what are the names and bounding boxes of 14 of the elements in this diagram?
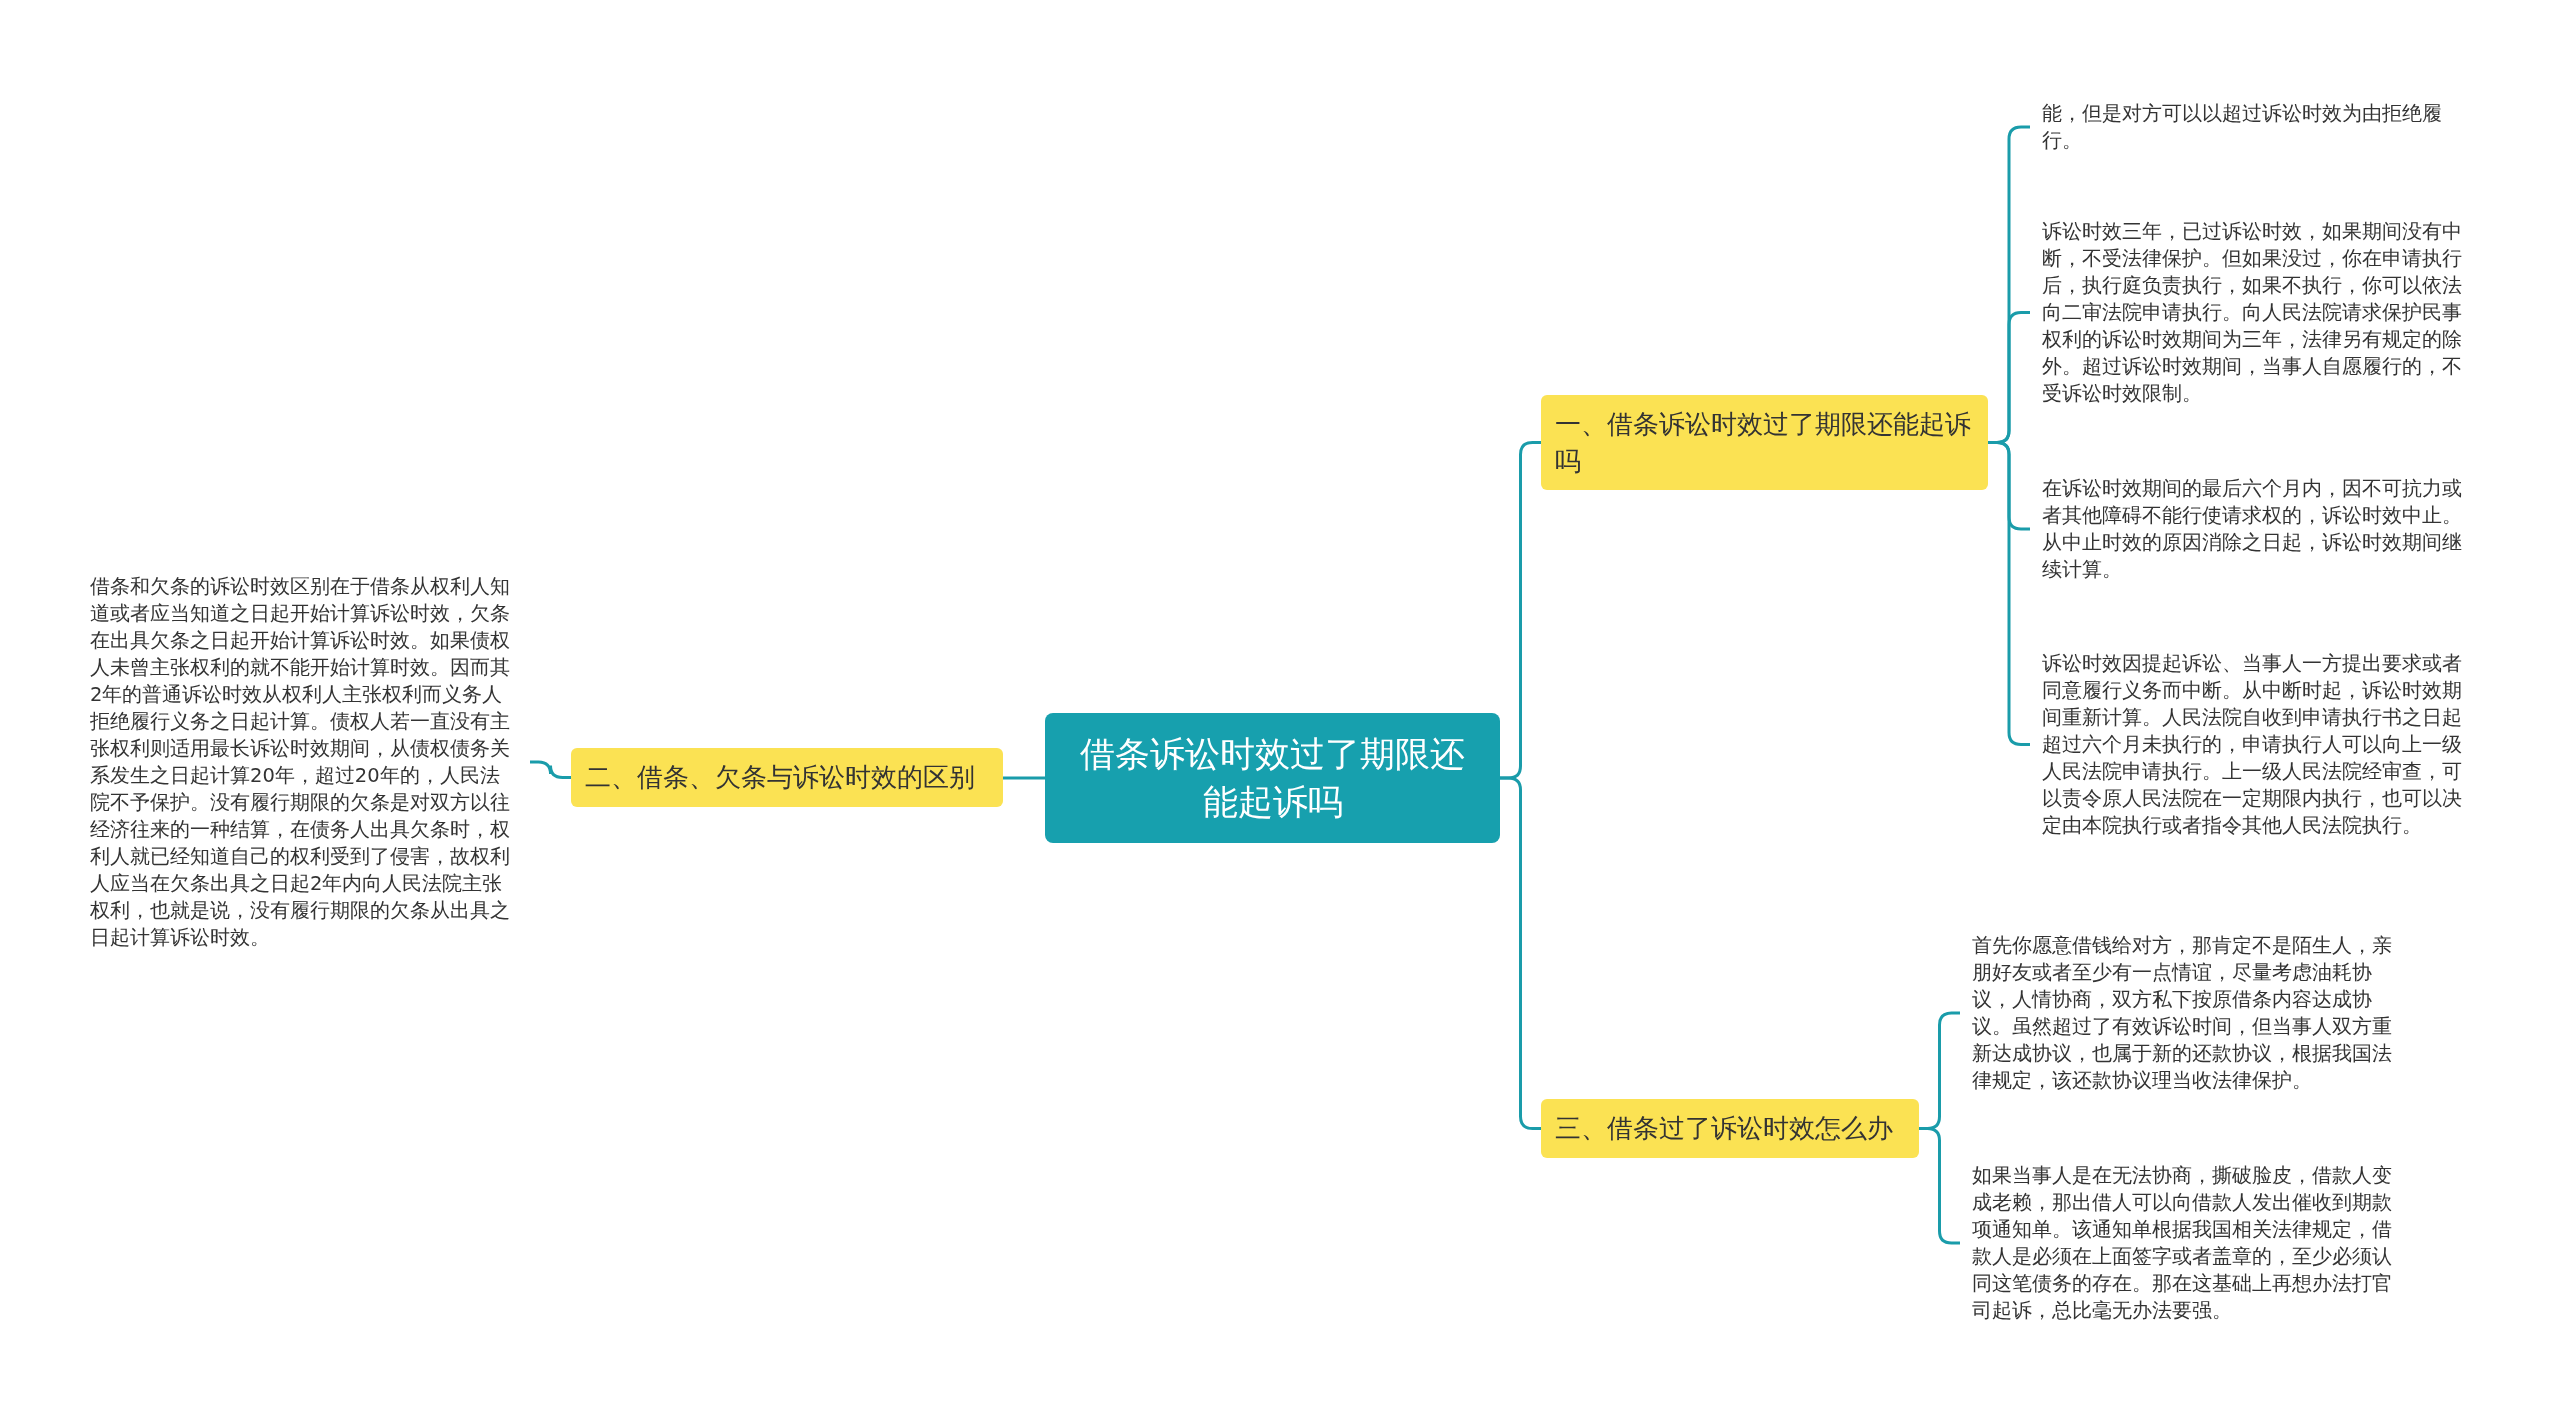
note-text: 在诉讼时效期间的最后六个月内，因不可抗力或者其他障碍不能行使请求权的，诉讼时效中止。从中止时效的原因消除之日起，诉讼时效期间继续计算。 [2030, 475, 2480, 583]
branch-topic-box: 一、借条诉讼时效过了期限还能起诉吗 [1541, 395, 1988, 490]
note-text: 如果当事人是在无法协商，撕破脸皮，借款人变成老赖，那出借人可以向借款人发出催收到期款项通知单。该通知单根据我国相关法律规定，借款人是必须在上面签字或者盖章的，至少必须认同这笔债务的存在。那在这基础上再想办法打官司起诉，总比毫无办法要强。 [1960, 1162, 2410, 1324]
central-topic-box: 借条诉讼时效过了期限还能起诉吗 [1045, 713, 1500, 843]
note-text: 借条和欠条的诉讼时效区别在于借条从权利人知道或者应当知道之日起开始计算诉讼时效，欠条在出具欠条之日起开始计算诉讼时效。如果债权人未曾主张权利的就不能开始计算时效。因而其2年的普通诉讼时效从权利人主张权利而义务人拒绝履行义务之日起计算。债权人若一直没有主张权利则适用最长诉讼时效期间，从债权债务关系发生之日起计算20年，超过20年的，人民法院不予保护。没有履行期限的欠条是对双方以往经济往来的一种结算，在债务人出具欠条时，权利人就已经知道自己的权利受到了侵害，故权利人应当在欠条出具之日起2年内向人民法院主张权利，也就是说，没有履行期限的欠条从出具之日起计算诉讼时效。 [90, 573, 530, 951]
note-text: 首先你愿意借钱给对方，那肯定不是陌生人，亲朋好友或者至少有一点情谊，尽量考虑油耗协议，人情协商，双方私下按原借条内容达成协议。虽然超过了有效诉讼时间，但当事人双方重新达成协议，也属于新的还款协议，根据我国法律规定，该还款协议理当收法律保护。 [1960, 932, 2410, 1094]
connector-line [1003, 776, 1045, 780]
branch-topic-box: 三、借条过了诉讼时效怎么办 [1541, 1099, 1919, 1158]
note-text: 能，但是对方可以以超过诉讼时效为由拒绝履行。 [2030, 100, 2480, 154]
note-text: 诉讼时效三年，已过诉讼时效，如果期间没有中断，不受法律保护。但如果没过，你在申请执行后，执行庭负责执行，如果不执行，你可以依法向二审法院申请执行。向人民法院请求保护民事权利的诉讼时效期间为三年，法律另有规定的除外。超过诉讼时效期间，当事人自愿履行的，不受诉讼时效限制。 [2030, 218, 2480, 407]
connector-line [1500, 776, 1541, 1130]
note-text: 诉讼时效因提起诉讼、当事人一方提出要求或者同意履行义务而中断。从中断时起，诉讼时效期间重新计算。人民法院自收到申请执行书之日起超过六个月未执行的，申请执行人可以向上一级人民法院申请执行。上一级人民法院经审查，可以责令原人民法院在一定期限内执行，也可以决定由本院执行或者指令其他人民法院执行。 [2030, 650, 2480, 839]
branch-topic-box: 二、借条、欠条与诉讼时效的区别 [571, 748, 1003, 807]
connector-line [530, 760, 571, 779]
